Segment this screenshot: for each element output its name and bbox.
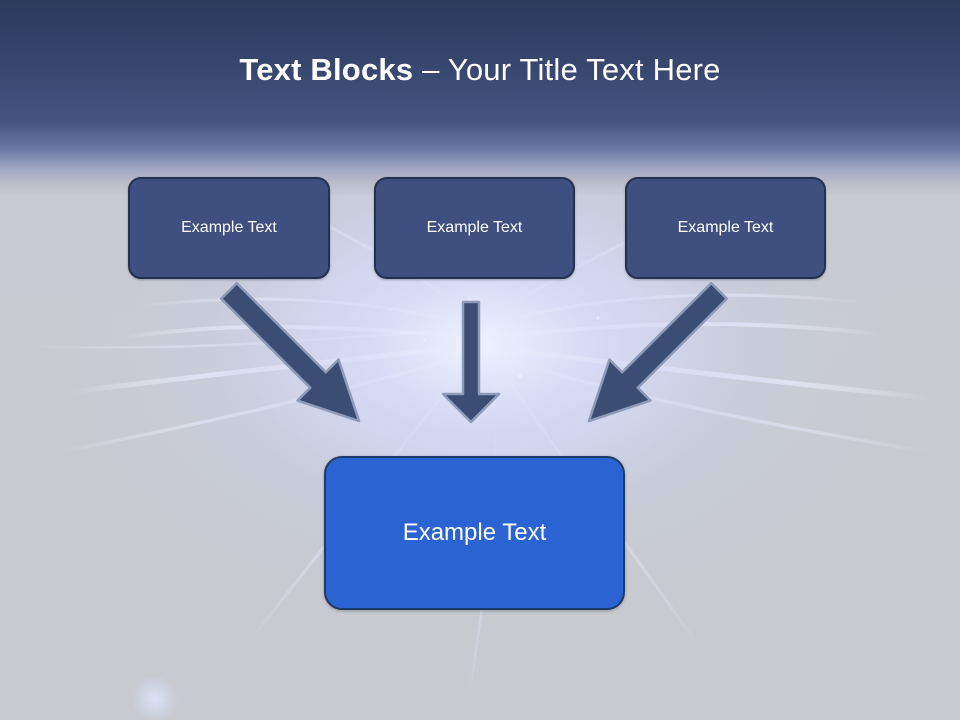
page-title: Text Blocks – Your Title Text Here [0,50,960,90]
title-regular-part: Your Title Text Here [447,52,721,87]
text-block-3[interactable]: Example Text [625,177,826,279]
result-text-block[interactable]: Example Text [324,456,625,610]
text-block-2-label: Example Text [426,219,523,236]
text-block-2[interactable]: Example Text [374,177,575,279]
title-separator: – [413,52,448,87]
text-block-1-label: Example Text [181,219,277,236]
text-block-3-label: Example Text [677,219,774,236]
lens-flare-dot [132,676,178,720]
result-text-block-label: Example Text [402,519,547,546]
text-block-1[interactable]: Example Text [128,177,330,279]
title-banner [0,0,960,196]
title-bold-part: Text Blocks [239,52,414,87]
